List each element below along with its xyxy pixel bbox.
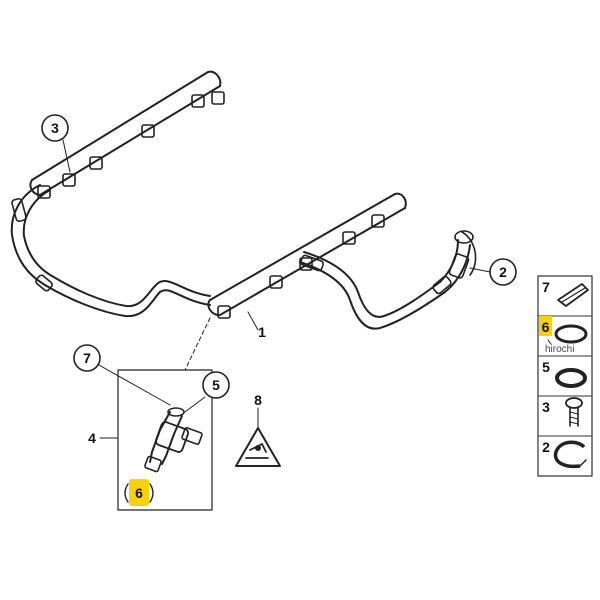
parts-list: 7 6 hirochi 5 3 [537, 275, 593, 477]
o-ring-icon [555, 368, 587, 388]
parts-list-row-7[interactable]: 7 [542, 279, 589, 307]
fuel-rail-lower [207, 192, 407, 319]
svg-text:7: 7 [542, 279, 550, 295]
fuel-hose-left [10, 184, 211, 318]
warning-triangle-icon [235, 427, 281, 467]
injector-cup [37, 91, 225, 199]
hose-clamp-icon [553, 440, 587, 469]
leader-lines [62, 139, 491, 439]
svg-text:3: 3 [51, 120, 59, 136]
svg-text:5: 5 [212, 377, 220, 393]
watermark-text: hirochi [545, 344, 574, 355]
callout-1[interactable]: 1 [258, 324, 266, 340]
parts-list-row-2[interactable]: 2 [542, 439, 587, 469]
svg-text:6: 6 [135, 485, 143, 501]
injector-cup [217, 214, 385, 319]
bolt-icon [565, 397, 583, 427]
svg-text:2: 2 [542, 439, 550, 455]
svg-text:6: 6 [542, 319, 550, 335]
parts-list-row-5[interactable]: 5 [542, 359, 587, 388]
callout-6-highlighted[interactable]: 6 [124, 479, 154, 506]
clip-icon [557, 283, 589, 307]
seal-ring-icon [554, 324, 588, 344]
svg-text:7: 7 [83, 350, 91, 366]
callout-5[interactable]: 5 [202, 371, 230, 399]
fuel-hose-right [299, 230, 477, 330]
fuel-rail-upper [29, 70, 225, 199]
parts-list-row-6[interactable]: 6 hirochi [539, 316, 588, 355]
parts-list-row-3[interactable]: 3 [542, 397, 583, 427]
svg-text:3: 3 [542, 399, 550, 415]
svg-text:5: 5 [542, 359, 550, 375]
callout-8[interactable]: 8 [254, 392, 262, 408]
svg-text:2: 2 [499, 264, 507, 280]
callout-2[interactable]: 2 [489, 258, 517, 286]
fuel-injector [144, 407, 203, 473]
injector-detail-box [117, 369, 213, 511]
callout-7[interactable]: 7 [73, 344, 101, 372]
callout-3[interactable]: 3 [41, 114, 69, 142]
callout-4[interactable]: 4 [88, 430, 96, 446]
